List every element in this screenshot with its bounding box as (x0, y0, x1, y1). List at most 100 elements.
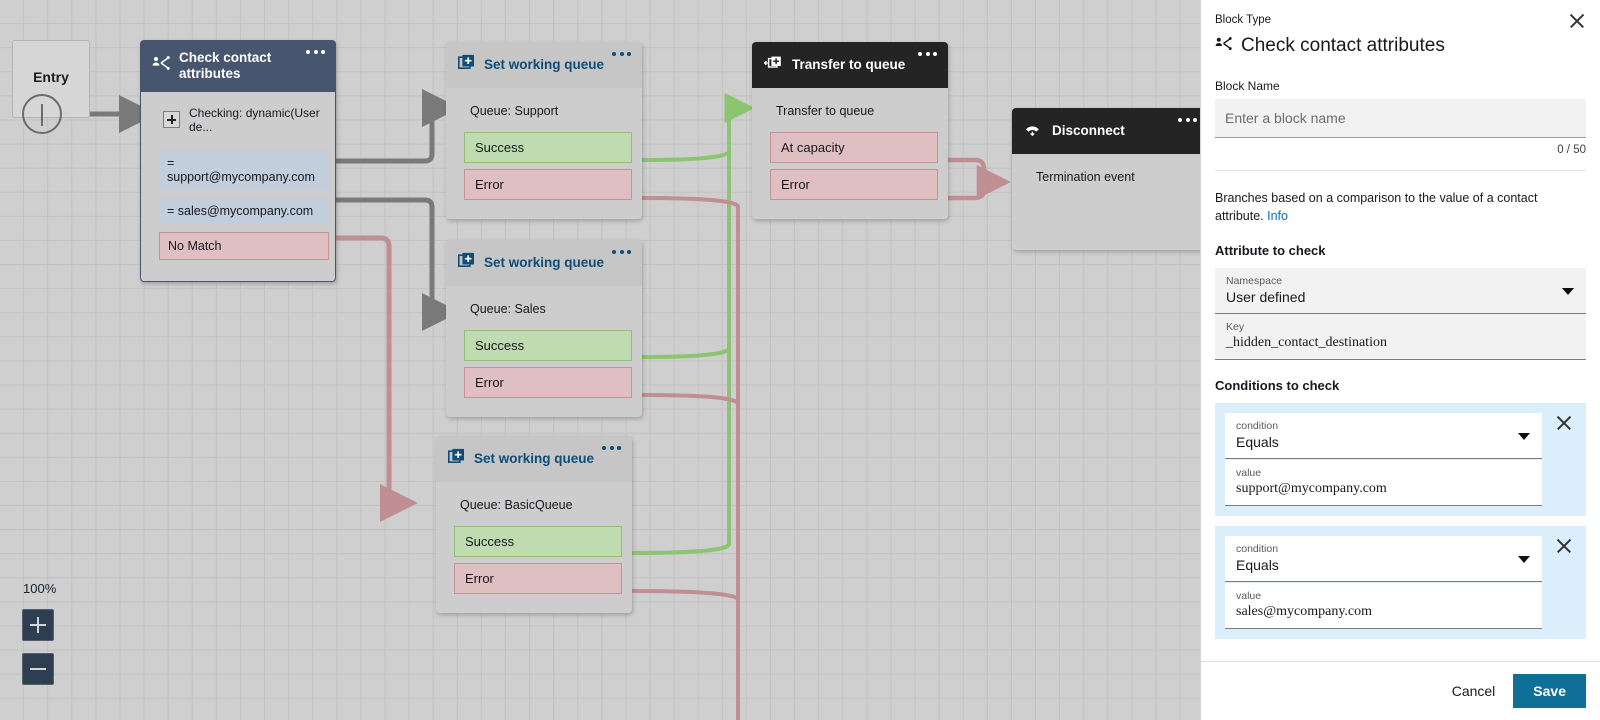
value-label: value (1236, 467, 1262, 480)
char-counter: 0 / 50 (1557, 144, 1586, 156)
value-value: support@mycompany.com (1236, 481, 1387, 497)
description-text: Branches based on a comparison to the va… (1215, 191, 1538, 224)
key-label: Key (1226, 321, 1245, 334)
block-name-input[interactable] (1215, 99, 1586, 138)
transfer-to-queue-icon (763, 55, 783, 76)
namespace-select[interactable]: Namespace User defined (1215, 268, 1586, 315)
panel-footer: Cancel Save (1201, 661, 1600, 720)
condition-value: Equals (1236, 434, 1279, 451)
save-button[interactable]: Save (1513, 674, 1586, 708)
check-contact-attributes-icon (1215, 36, 1232, 56)
branch-success[interactable]: Success (464, 330, 632, 361)
close-icon[interactable] (1566, 10, 1588, 32)
chevron-down-icon[interactable] (1518, 555, 1530, 563)
block-header[interactable]: Set working queue (446, 240, 642, 286)
more-options-icon[interactable] (306, 50, 325, 54)
block-subtitle: Termination event (1036, 170, 1135, 184)
cancel-button[interactable]: Cancel (1451, 683, 1496, 699)
block-header[interactable]: Transfer to queue (752, 42, 948, 88)
condition-card: condition Equals value support@mycompany… (1215, 403, 1586, 517)
block-header[interactable]: Set working queue (446, 42, 642, 88)
block-header[interactable]: Check contact attributes (140, 40, 336, 92)
set-working-queue-icon (458, 54, 475, 76)
condition-value: Equals (1236, 557, 1279, 574)
branch-at-capacity[interactable]: At capacity (770, 132, 938, 163)
block-name-section: Block Name 0 / 50 (1201, 79, 1600, 171)
flow-canvas[interactable]: Entry Check contact attributes (0, 0, 1200, 720)
condition-select[interactable]: condition Equals (1225, 536, 1542, 583)
set-working-queue-icon (458, 252, 475, 274)
panel-header: Block Type Check contact attributes (1201, 0, 1600, 57)
block-subtitle-row: Checking: dynamic(User de... (141, 92, 335, 150)
remove-condition-icon[interactable] (1554, 536, 1574, 556)
block-title: Set working queue (484, 57, 605, 73)
plus-box-icon[interactable] (163, 111, 180, 129)
branch-success[interactable]: Success (464, 132, 632, 163)
block-set-working-queue-sales[interactable]: Set working queue Queue: Sales Success E… (446, 240, 642, 417)
more-options-icon[interactable] (612, 250, 631, 254)
branch-error[interactable]: Error (464, 169, 632, 200)
condition-card: condition Equals value sales@mycompany.c… (1215, 526, 1586, 640)
more-options-icon[interactable] (612, 52, 631, 56)
divider (1215, 170, 1586, 171)
block-title: Check contact attributes (179, 50, 272, 81)
zoom-in-button[interactable] (22, 609, 54, 641)
block-subtitle: Queue: Support (470, 104, 559, 118)
entry-connector-icon (22, 94, 62, 134)
entry-label: Entry (33, 69, 69, 85)
branch-support[interactable]: = support@mycompany.com (159, 149, 329, 190)
set-working-queue-icon (448, 448, 465, 470)
more-options-icon[interactable] (918, 52, 937, 56)
block-set-working-queue-support[interactable]: Set working queue Queue: Support Success… (446, 42, 642, 219)
block-body: Transfer to queue At capacity Error (752, 88, 948, 219)
block-body: Checking: dynamic(User de... = support@m… (140, 91, 336, 282)
block-transfer-to-queue[interactable]: Transfer to queue Transfer to queue At c… (752, 42, 948, 219)
panel-scroll-area[interactable]: Block Type Check contact attributes (1201, 0, 1600, 661)
chevron-down-icon[interactable] (1562, 287, 1574, 295)
panel-description: Branches based on a comparison to the va… (1201, 171, 1600, 225)
conditions-section-title: Conditions to check (1215, 378, 1340, 394)
block-title: Set working queue (484, 255, 605, 271)
block-check-contact-attributes[interactable]: Check contact attributes Checking: dynam… (140, 40, 336, 282)
condition-value-input[interactable]: value sales@mycompany.com (1225, 583, 1542, 630)
block-body: Termination event (1012, 154, 1200, 250)
key-value: _hidden_contact_destination (1226, 335, 1387, 351)
block-settings-panel: Block Type Check contact attributes (1200, 0, 1600, 720)
branch-sales[interactable]: = sales@mycompany.com (159, 197, 329, 224)
block-body: Queue: BasicQueue Success Error (436, 482, 632, 613)
namespace-label: Namespace (1226, 275, 1283, 288)
condition-select[interactable]: condition Equals (1225, 413, 1542, 460)
branch-no-match[interactable]: No Match (159, 231, 329, 260)
key-input[interactable]: Key _hidden_contact_destination (1215, 314, 1586, 361)
block-disconnect[interactable]: Disconnect Termination event (1012, 108, 1200, 250)
disconnect-icon (1024, 121, 1043, 142)
branch-error[interactable]: Error (770, 169, 938, 200)
branch-success[interactable]: Success (454, 526, 622, 557)
branch-error[interactable]: Error (464, 367, 632, 398)
branch-error[interactable]: Error (454, 563, 622, 594)
more-options-icon[interactable] (602, 446, 621, 450)
condition-label: condition (1236, 420, 1279, 433)
condition-label: condition (1236, 543, 1279, 556)
block-set-working-queue-basicqueue[interactable]: Set working queue Queue: BasicQueue Succ… (436, 436, 632, 613)
more-options-icon[interactable] (1178, 118, 1197, 122)
chevron-down-icon[interactable] (1518, 432, 1530, 440)
block-title: Set working queue (474, 451, 595, 467)
block-title: Disconnect (1052, 123, 1125, 139)
block-subtitle: Queue: Sales (470, 302, 546, 316)
zoom-out-button[interactable] (22, 653, 54, 685)
remove-condition-icon[interactable] (1554, 413, 1574, 433)
block-type-value: Check contact attributes (1241, 35, 1445, 56)
block-header[interactable]: Set working queue (436, 436, 632, 482)
condition-value-input[interactable]: value support@mycompany.com (1225, 460, 1542, 507)
block-header[interactable]: Disconnect (1012, 108, 1200, 154)
attribute-section-title: Attribute to check (1215, 243, 1326, 259)
zoom-level-label: 100% (23, 581, 57, 596)
block-subtitle: Transfer to queue (776, 104, 875, 118)
block-body: Queue: Support Success Error (446, 88, 642, 219)
block-title: Transfer to queue (792, 57, 906, 73)
info-link[interactable]: Info (1267, 209, 1288, 224)
value-value: sales@mycompany.com (1236, 604, 1373, 620)
block-subtitle: Queue: BasicQueue (460, 498, 573, 512)
namespace-value: User defined (1226, 289, 1306, 306)
